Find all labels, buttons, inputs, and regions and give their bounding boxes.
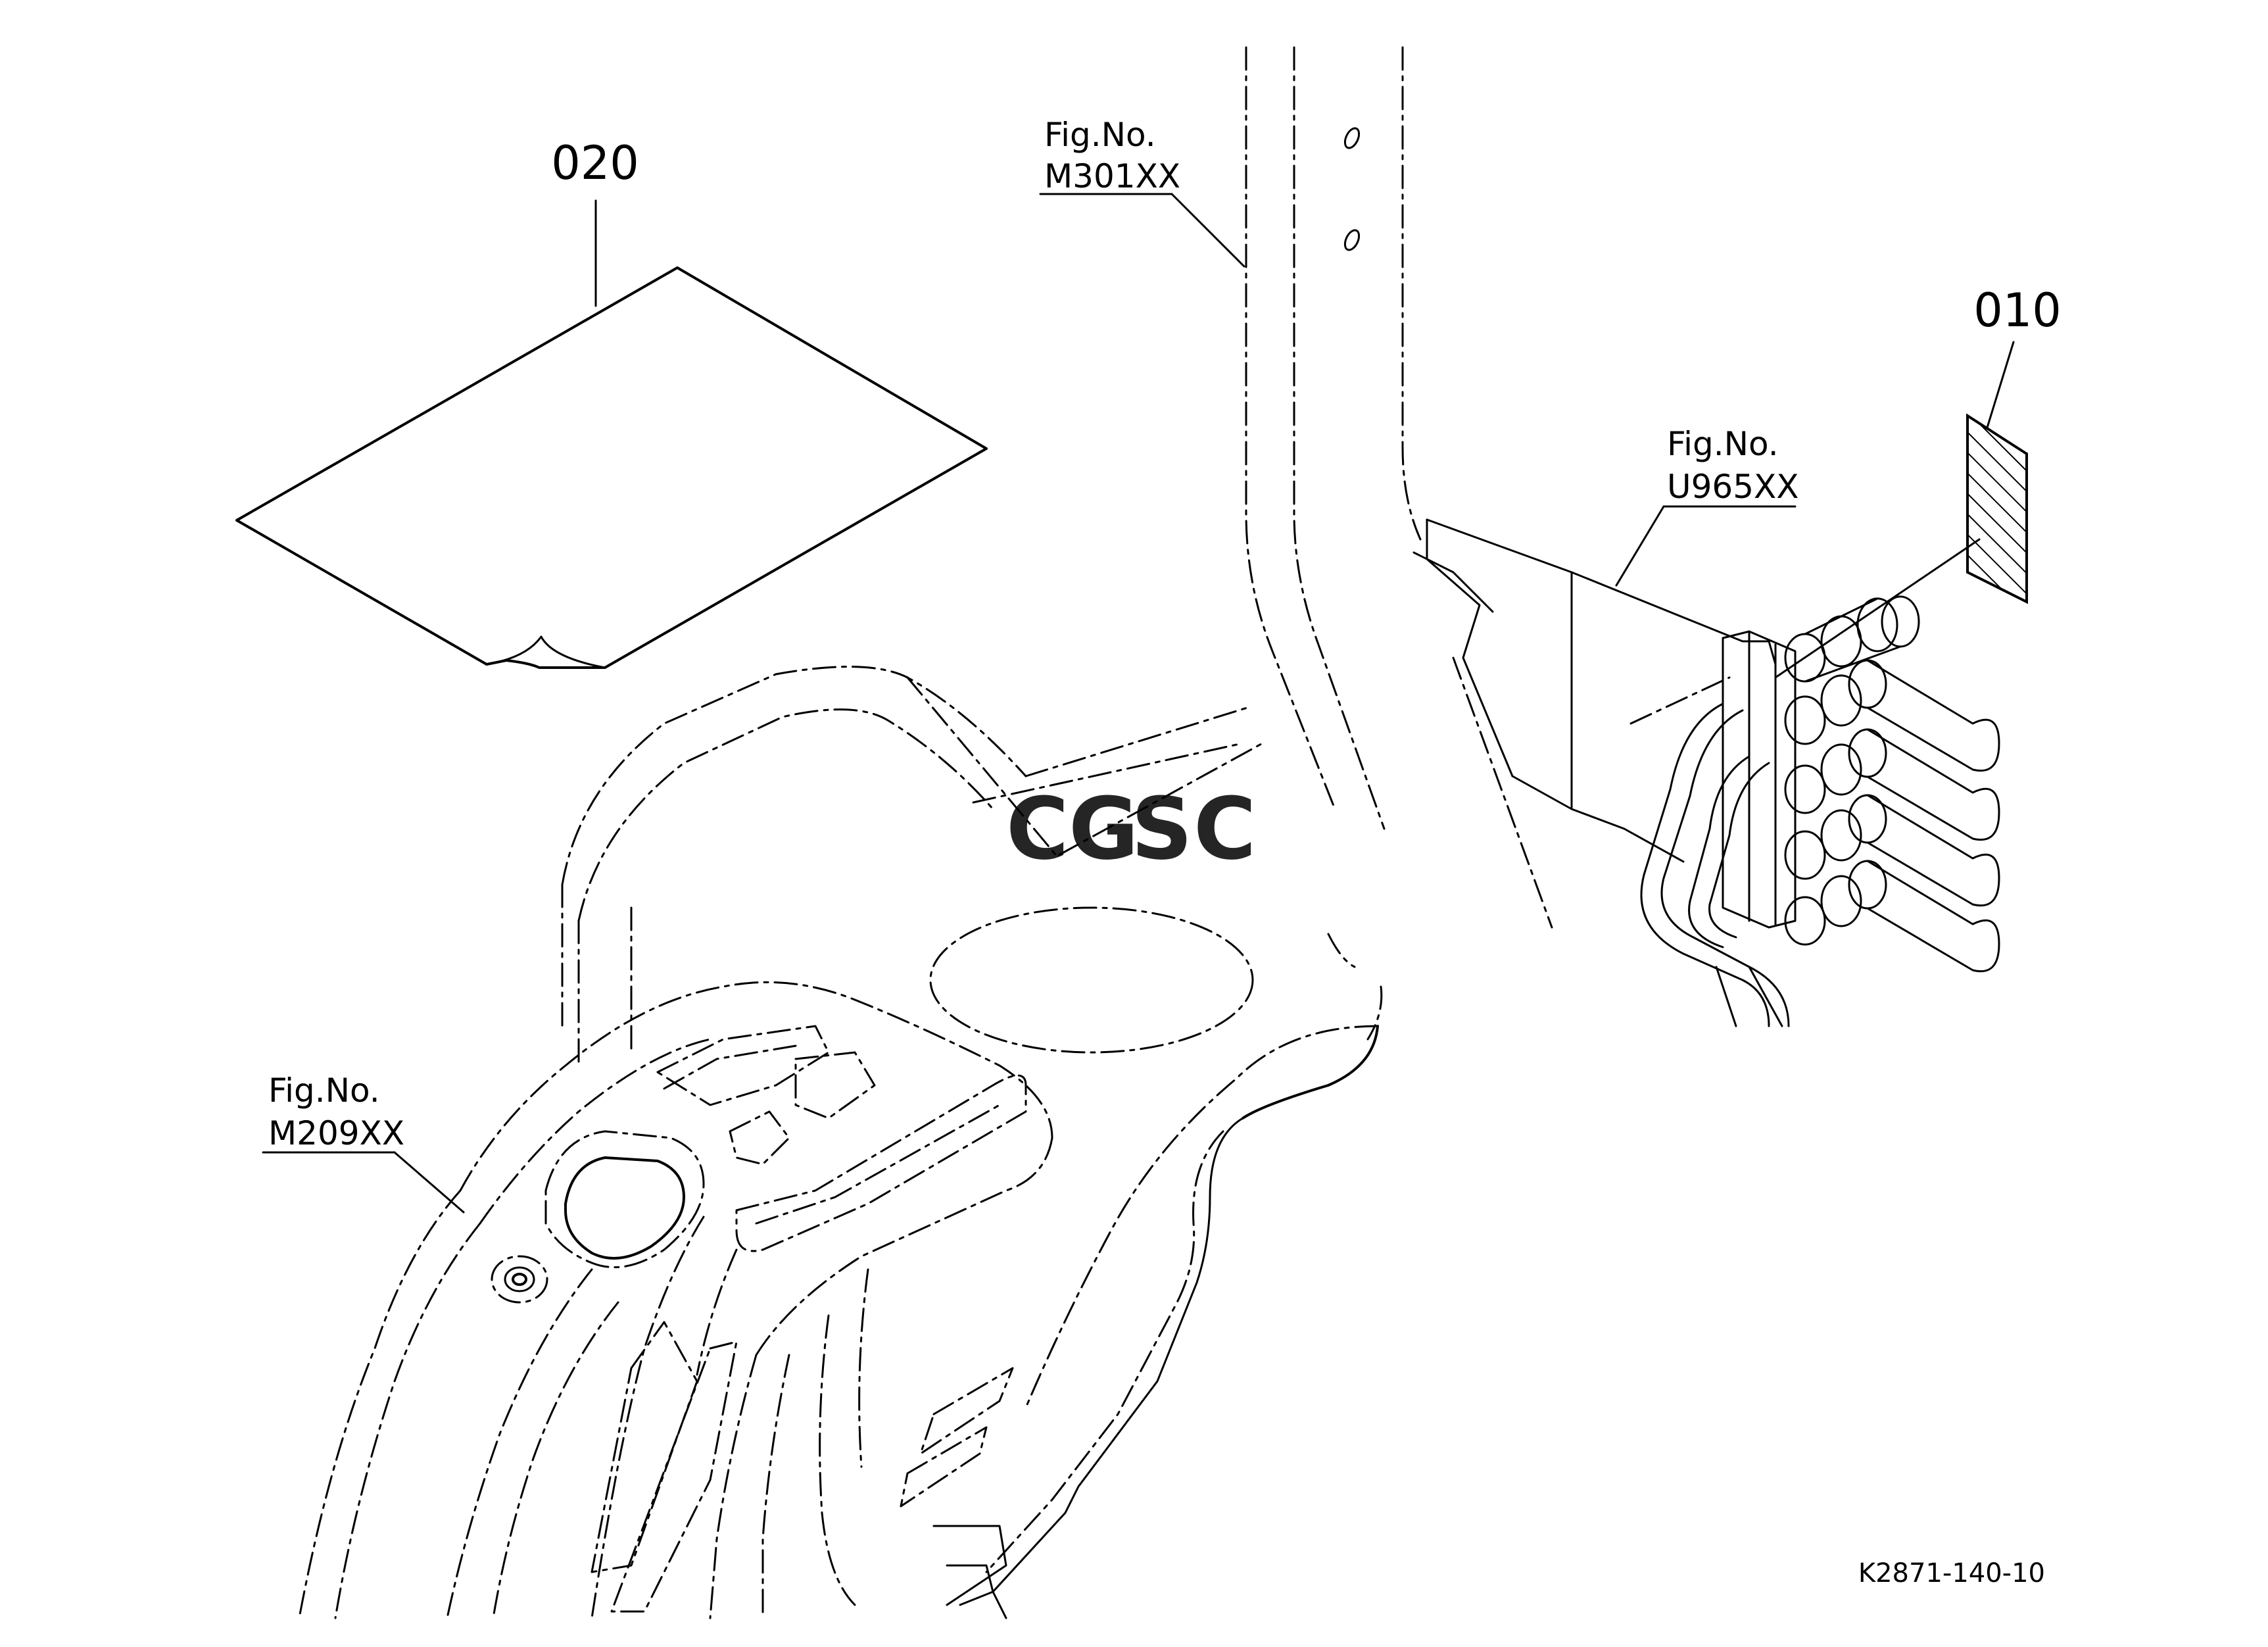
callout-leader-u965xx xyxy=(1615,505,1797,587)
sticker-sheet-020 xyxy=(235,199,988,669)
cab-pillar xyxy=(1245,46,1422,830)
watermark-letter: G xyxy=(1069,779,1139,879)
fig-ref-valve-number: U965XX xyxy=(1667,468,1799,506)
watermark-letter: C xyxy=(1194,779,1256,879)
quick-coupler-row-3 xyxy=(1784,728,2000,841)
callout-leader-m209xx xyxy=(262,1151,465,1214)
valve-block xyxy=(1722,630,1797,929)
drawing-code: K2871-140-10 xyxy=(1858,1558,2045,1588)
watermark-letter: S xyxy=(1131,779,1193,879)
fig-ref-cab-number: M301XX xyxy=(1044,157,1180,195)
quick-coupler-row-5 xyxy=(1784,860,2000,972)
callout-leader-m301xx xyxy=(1039,193,1245,268)
callout-020: 020 xyxy=(551,136,639,190)
fig-ref-cab-label: Fig.No. xyxy=(1044,116,1156,154)
fender-assembly xyxy=(298,666,1383,1619)
fig-ref-valve-label: Fig.No. xyxy=(1667,425,1779,463)
watermark-letter: C xyxy=(1006,779,1069,879)
quick-coupler-row-1 xyxy=(1784,595,1920,683)
callout-010: 010 xyxy=(1973,283,2062,337)
valve-hoses xyxy=(1640,702,1790,1027)
quick-coupler-row-2 xyxy=(1784,659,2000,772)
fig-ref-fender-label: Fig.No. xyxy=(268,1071,380,1110)
fig-ref-fender-number: M209XX xyxy=(268,1114,404,1152)
quick-coupler-row-4 xyxy=(1784,794,2000,906)
label-decal-010 xyxy=(1774,341,2028,679)
